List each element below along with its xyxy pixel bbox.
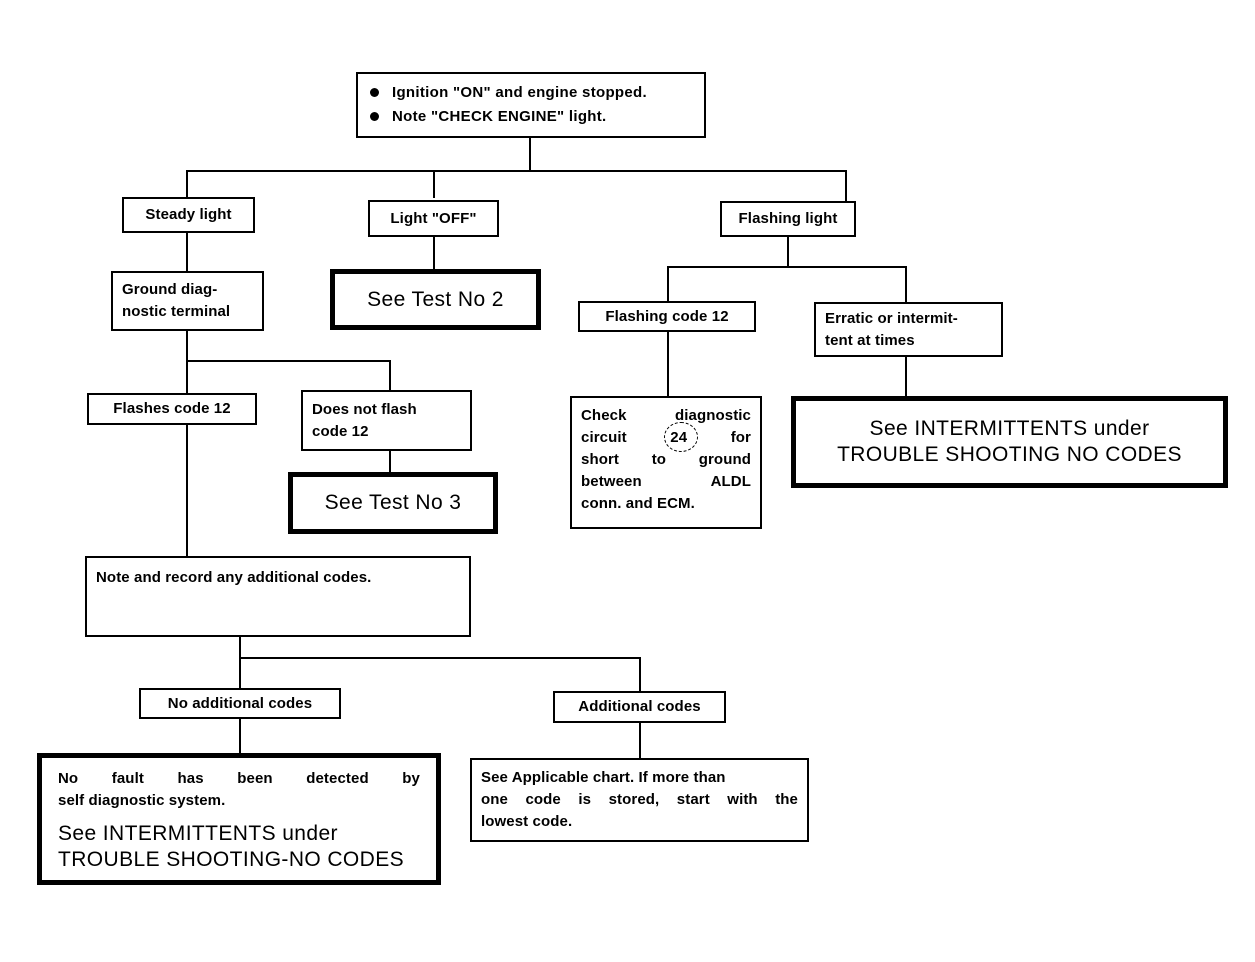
note-record-label: Note and record any additional codes. [96,569,372,586]
connector-ground-bus [186,360,391,362]
connector-nocodes-to-nofault [239,719,241,753]
node-flashes-code-12[interactable]: Flashes code 12 [87,393,257,425]
connector-bus-to-erratic [905,266,907,302]
applicable-chart-line1: See Applicable chart. If more than [481,769,726,786]
connector-addcodes-to-chart [639,723,641,758]
node-erratic-intermittent[interactable]: Erratic or intermit- tent at times [814,302,1003,357]
check-circuit-line2-b: for [730,429,751,446]
start-bullet-2-row: Note "CHECK ENGINE" light. [358,105,704,129]
connector-doesnot-to-test3 [389,451,391,472]
node-steady-light[interactable]: Steady light [122,197,255,233]
no-fault-ref-line2: TROUBLE SHOOTING-NO CODES [58,848,405,871]
node-light-off[interactable]: Light "OFF" [368,200,499,237]
steady-light-label: Steady light [145,206,232,223]
start-bullet-1-row: Ignition "ON" and engine stopped. [358,81,704,105]
check-circuit-line4: between ALDL [581,473,751,490]
check-circuit-line5: conn. and ECM. [581,495,695,512]
check-circuit-line2: circuit 24 for [572,427,760,449]
node-see-applicable-chart[interactable]: See Applicable chart. If more than one c… [470,758,809,842]
additional-codes-label: Additional codes [578,698,701,715]
flashing-light-label: Flashing light [738,210,838,227]
see-test-no-3-label: See Test No 3 [324,491,462,514]
check-circuit-line3: short to ground [581,451,751,468]
connector-bus-to-lightoff [433,170,435,198]
check-circuit-line2-a: circuit [581,429,627,446]
node-note-and-record[interactable]: Note and record any additional codes. [85,556,471,637]
bullet-icon [370,88,379,97]
node-start[interactable]: Ignition "ON" and engine stopped. Note "… [356,72,706,138]
see-test-no-2-label: See Test No 2 [367,287,504,311]
node-flashing-code-12[interactable]: Flashing code 12 [578,301,756,332]
connector-steady-to-ground [186,232,188,271]
connector-bus-to-flashes12 [186,360,188,393]
check-circuit-line1: Check diagnostic [581,407,751,424]
no-additional-codes-label: No additional codes [167,694,313,712]
connector-bus-to-code12 [667,266,669,301]
connector-bus-to-steady [186,170,188,198]
connector-bus-to-flashing [845,170,847,202]
connector-flashes-to-note [186,425,188,556]
connector-bus-to-nocodes [239,657,241,688]
bullet-icon [370,112,379,121]
connector-bus-to-addcodes [639,657,641,691]
connector-lightoff-to-test2 [433,236,435,269]
start-bullet-2: Note "CHECK ENGINE" light. [392,108,607,125]
connector-flashing-bus [667,266,907,268]
applicable-chart-line2: one code is stored, start with the [481,791,798,808]
node-check-diagnostic-circuit[interactable]: Check diagnostic circuit 24 for short to… [570,396,762,529]
no-fault-line1: No fault has been detected by [58,770,420,787]
no-fault-ref-line1: See INTERMITTENTS under [58,822,338,845]
see-intermittents-right-line2: TROUBLE SHOOTING NO CODES [837,443,1182,466]
node-no-fault-detected[interactable]: No fault has been detected by self diagn… [37,753,441,885]
does-not-flash-line1: Does not flash [312,400,417,418]
node-flashing-light[interactable]: Flashing light [720,201,856,237]
ground-diagnostic-line1: Ground diag- [122,281,218,298]
connector-note-bus [239,657,641,659]
applicable-chart-line3: lowest code. [481,813,573,830]
see-intermittents-right-line1: See INTERMITTENTS under [869,417,1150,440]
node-ground-diagnostic-terminal[interactable]: Ground diag- nostic terminal [111,271,264,331]
node-see-test-no-2[interactable]: See Test No 2 [330,269,541,330]
does-not-flash-line2: code 12 [312,422,369,440]
no-fault-line2: self diagnostic system. [58,792,226,809]
connector-ground-down [186,331,188,362]
connector-code12-to-check [667,331,669,396]
node-does-not-flash-code-12[interactable]: Does not flash code 12 [301,390,472,451]
connector-note-down [239,637,241,659]
start-bullet-1: Ignition "ON" and engine stopped. [392,84,647,101]
flashing-code-12-label: Flashing code 12 [605,307,729,325]
erratic-line2: tent at times [825,331,915,349]
check-circuit-code-24: 24 [670,429,688,446]
erratic-line1: Erratic or intermit- [825,309,958,327]
connector-flashing-down [787,237,789,268]
flashes-code-12-label: Flashes code 12 [113,400,231,417]
connector-erratic-to-intermittents [905,357,907,396]
ground-diagnostic-line2: nostic terminal [122,303,231,320]
node-additional-codes[interactable]: Additional codes [553,691,726,723]
node-see-intermittents-right[interactable]: See INTERMITTENTS under TROUBLE SHOOTING… [791,396,1228,488]
connector-start-down [529,138,531,172]
light-off-label: Light "OFF" [390,209,477,227]
connector-main-bus [186,170,847,172]
node-no-additional-codes[interactable]: No additional codes [139,688,341,719]
connector-bus-to-doesnot [389,360,391,390]
node-see-test-no-3[interactable]: See Test No 3 [288,472,498,534]
